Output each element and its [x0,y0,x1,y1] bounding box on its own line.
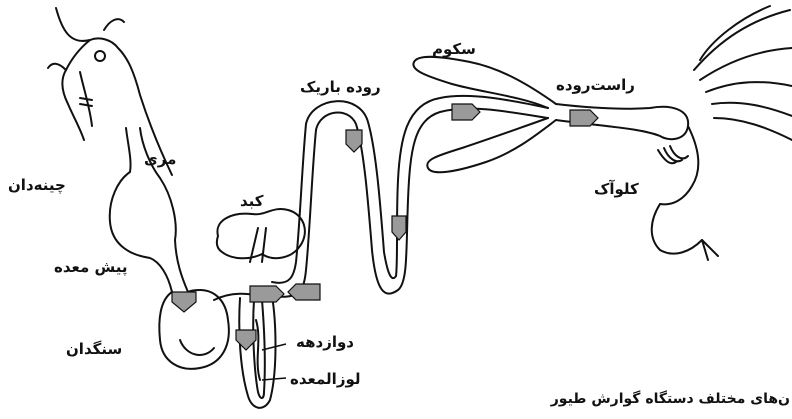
arrow-icon [452,104,480,120]
chicken-tail [652,6,792,260]
label-cloaca: کلوآک [594,182,639,197]
label-proventriculus: پیش معده [54,260,127,275]
duodenum-loop [239,296,275,408]
label-pancreas: لوزالمعده [290,372,361,387]
flow-arrows [172,104,598,350]
arrow-icon [346,130,362,152]
arrow-icon [288,284,320,300]
label-duodenum: دوازدهه [296,335,354,350]
label-gizzard: سنگدان [66,342,122,357]
figure-caption: ن‌های مختلف دستگاه گوارش طیور [551,392,790,406]
cloaca-feathers [658,146,688,163]
label-crop: چینه‌دان [8,178,66,193]
arrow-icon [172,292,196,312]
label-esophagus: مری [144,152,176,167]
label-small-intestine: روده باریک [300,80,381,95]
small-intestine [272,96,548,297]
arrow-icon [250,286,284,302]
liver [217,209,305,262]
label-rectum: راست‌روده [556,78,635,93]
label-cecum: سکوم [432,42,476,57]
arrow-icon [392,216,406,240]
label-liver: کبد [240,194,264,209]
